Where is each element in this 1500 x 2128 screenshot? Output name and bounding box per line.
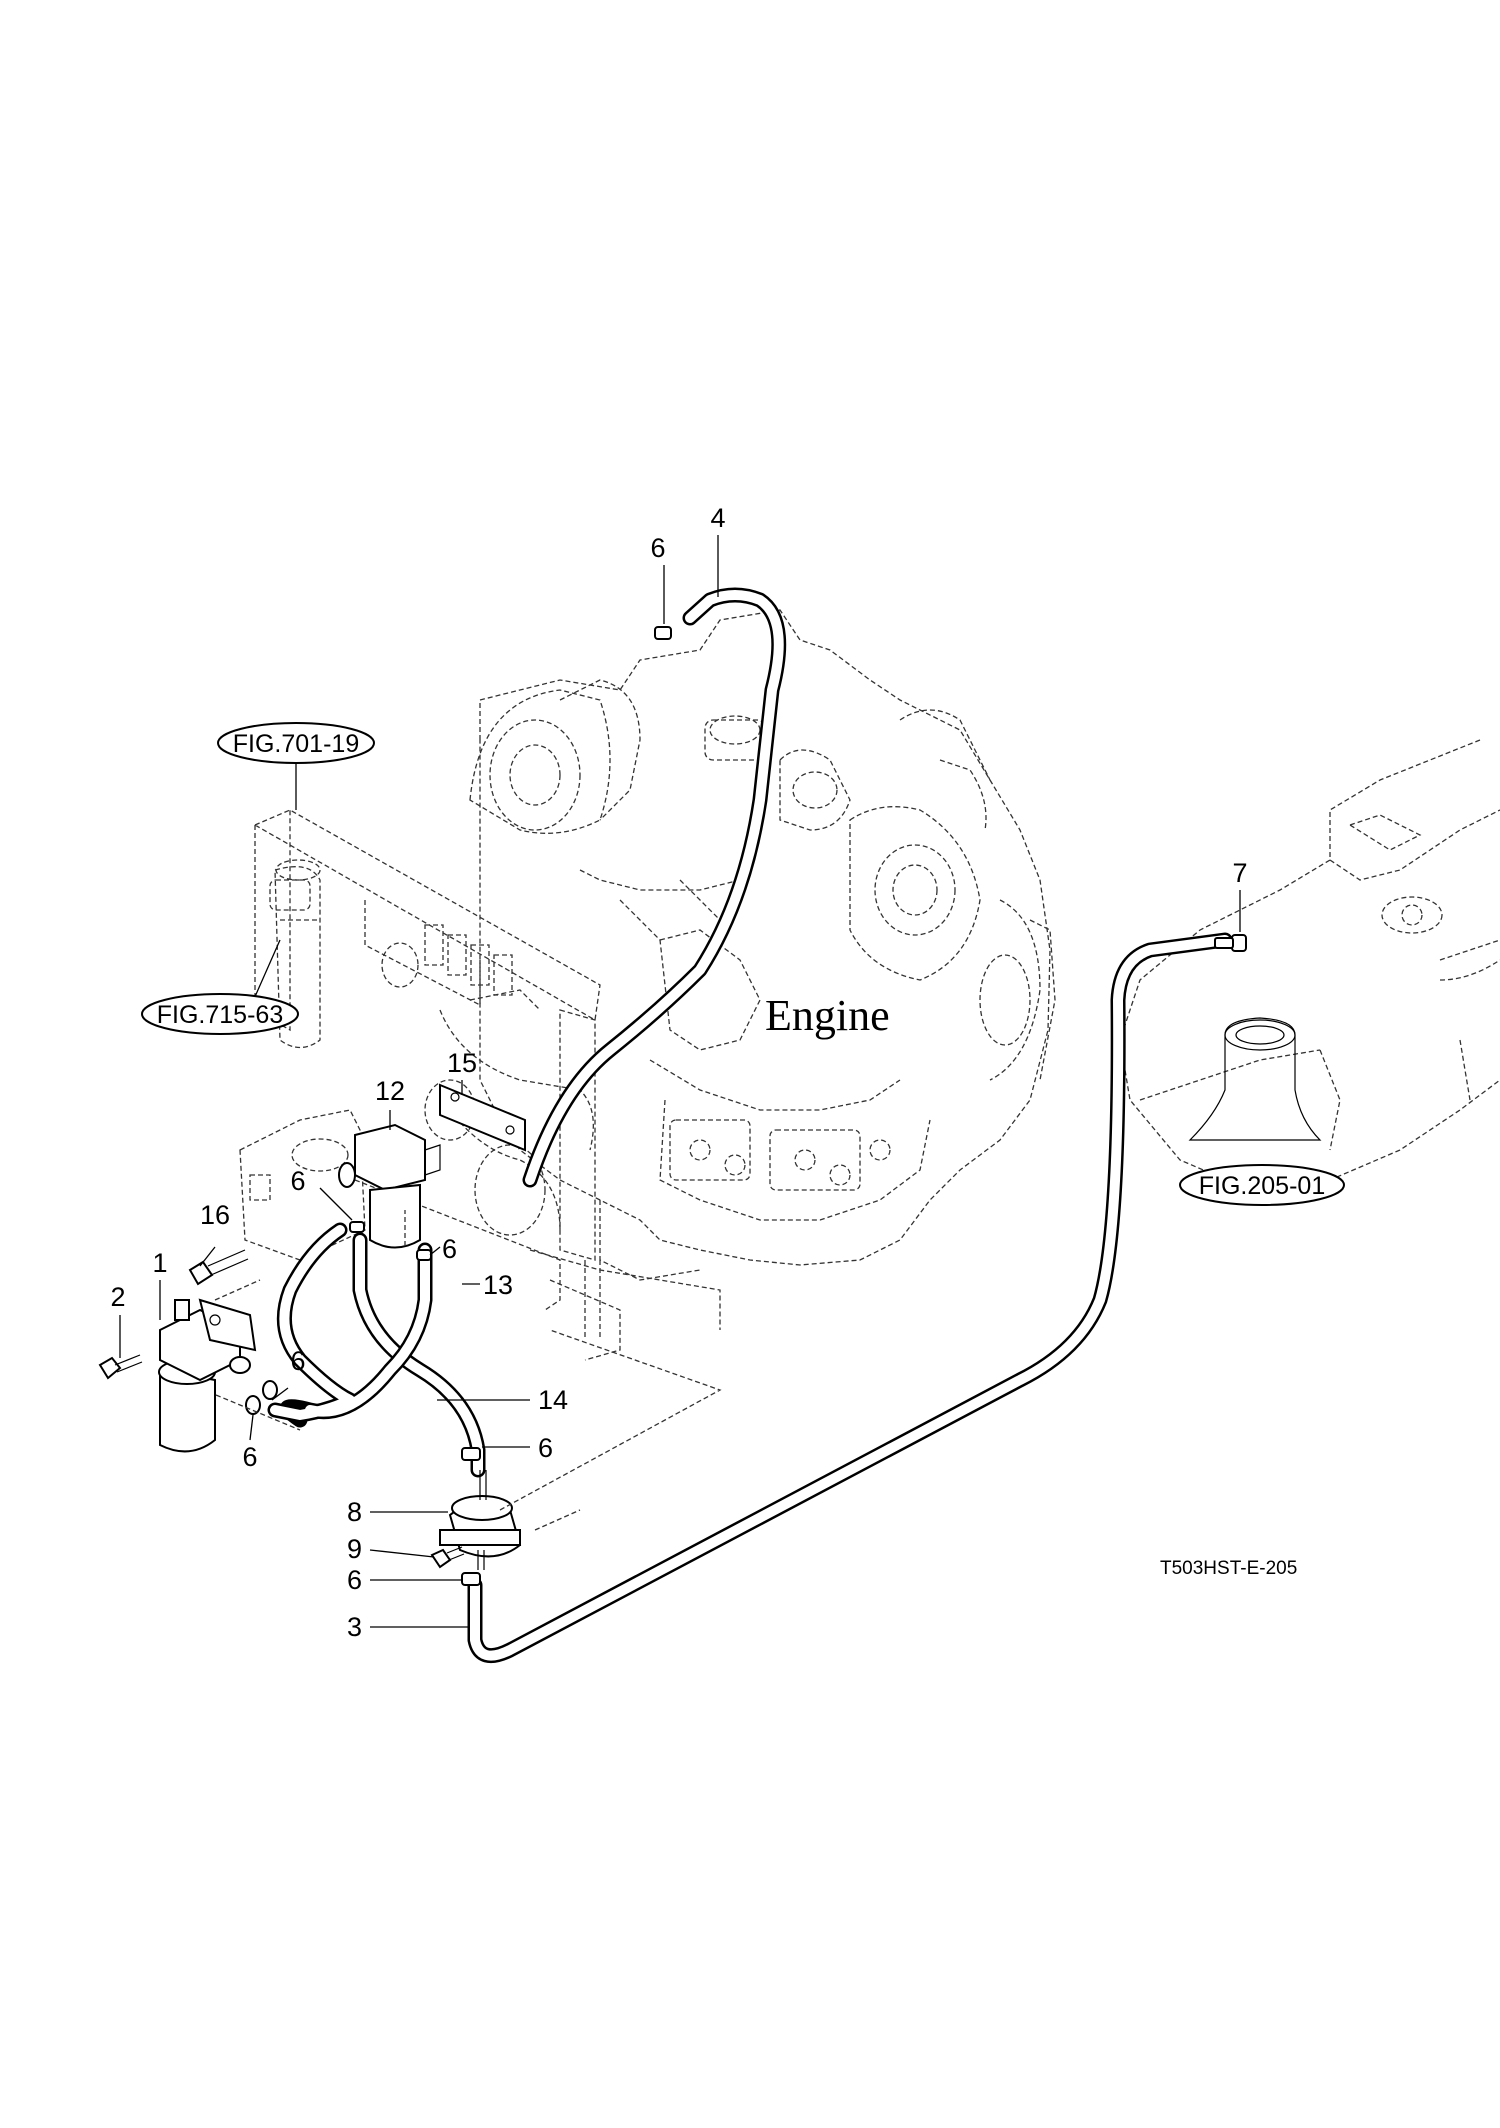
part-label-15: 15 [447, 1048, 477, 1078]
part-label-3: 3 [347, 1612, 362, 1642]
engine-label: Engine [765, 991, 890, 1040]
filter-12 [338, 1123, 441, 1249]
hose-4 [522, 587, 787, 1188]
fig-ref-205-01[interactable]: FIG.205-01 [1179, 1164, 1345, 1206]
bolt-2 [98, 1354, 143, 1380]
clamp-6-pump-top [461, 1447, 481, 1461]
part-label-7: 7 [1232, 858, 1247, 888]
part-label-8: 8 [347, 1497, 362, 1527]
part-label-6-filter-right: 6 [290, 1346, 305, 1376]
clamp-6-top [654, 626, 672, 640]
fig-ref-205-01-label: FIG.205-01 [1199, 1172, 1325, 1200]
clamp-6-cup-right [416, 1249, 432, 1261]
part-label-6-pump-bottom: 6 [347, 1565, 362, 1595]
part-label-6-filter-left: 6 [242, 1442, 257, 1472]
part-label-2: 2 [110, 1282, 125, 1312]
engine-bracket [253, 809, 601, 1261]
part-label-16: 16 [200, 1200, 230, 1230]
washer-6-filter-right [262, 1380, 278, 1400]
hose-3 [467, 932, 1233, 1664]
lower-block [239, 1109, 621, 1361]
clamp-7 [1214, 934, 1247, 952]
hose-13 [352, 1232, 486, 1478]
part-label-12: 12 [375, 1076, 405, 1106]
part-label-1: 1 [152, 1248, 167, 1278]
engine-outline [424, 609, 1056, 1340]
part-label-6-top: 6 [650, 533, 665, 563]
bolt-9 [430, 1546, 465, 1569]
part-label-4: 4 [710, 503, 725, 533]
pump-8 [439, 1470, 522, 1570]
clamp-6-cup-left [349, 1221, 365, 1233]
fig-ref-701-19[interactable]: FIG.701-19 [217, 722, 375, 764]
fig-ref-715-63-label: FIG.715-63 [157, 1001, 283, 1029]
part-label-6-pump-top: 6 [538, 1433, 553, 1463]
fig715-component [269, 859, 321, 1049]
guide-lines [214, 1210, 722, 1531]
part-label-14: 14 [538, 1385, 568, 1415]
part-label-13: 13 [483, 1270, 513, 1300]
part-label-9: 9 [347, 1534, 362, 1564]
fig-ref-701-19-label: FIG.701-19 [233, 730, 359, 758]
leader-lines [119, 535, 1241, 1628]
hose-14 [267, 1222, 433, 1428]
bracket-15 [439, 1083, 526, 1152]
washer-6-filter-left [245, 1395, 261, 1415]
part-label-6-cup-right: 6 [442, 1234, 457, 1264]
part-label-6-cup-left: 6 [290, 1166, 305, 1196]
fig-ref-715-63[interactable]: FIG.715-63 [141, 993, 299, 1035]
fuel-tank [1119, 739, 1500, 1191]
drawing-code: T503HST-E-205 [1160, 1558, 1297, 1579]
bolt-16 [188, 1249, 249, 1286]
clamp-6-pump-bottom [461, 1572, 481, 1586]
separator-1 [158, 1298, 257, 1453]
